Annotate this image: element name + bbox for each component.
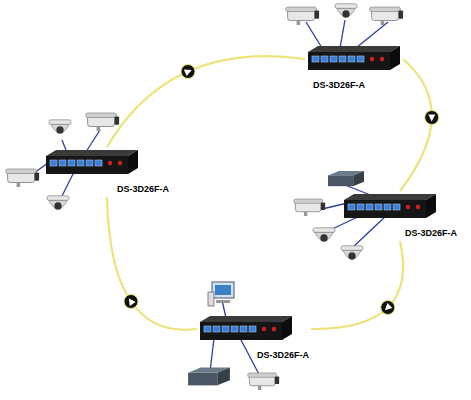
bullet-camera: [294, 199, 325, 216]
recorder-box: [188, 368, 230, 386]
fiber-link: [107, 56, 305, 147]
recorder-box: [328, 171, 364, 186]
dome-camera: [47, 196, 69, 210]
switch-icon: [306, 44, 402, 74]
fiber-link: [311, 241, 403, 329]
switch-icon: [198, 314, 294, 344]
bullet-camera: [370, 7, 403, 25]
dome-camera: [49, 120, 71, 134]
network-switch: DS-3D26F-A: [306, 44, 402, 92]
model-label: DS-3D26F-A: [404, 228, 458, 239]
bullet-camera: [286, 7, 319, 25]
fiber-link: [107, 197, 197, 330]
fiber-link: [400, 59, 439, 191]
bullet-camera: [248, 373, 279, 390]
bullet-camera: [6, 169, 39, 187]
dome-camera: [341, 246, 363, 260]
network-switch: DS-3D26F-A: [342, 192, 458, 240]
model-label: DS-3D26F-A: [312, 80, 366, 91]
network-switch: DS-3D26F-A: [44, 148, 170, 196]
switch-icon: [44, 148, 140, 178]
switch-icon: [342, 192, 438, 222]
dome-camera: [313, 228, 335, 242]
network-switch: DS-3D26F-A: [198, 314, 310, 362]
model-label: DS-3D26F-A: [256, 350, 310, 361]
computer-icon: [208, 282, 234, 306]
dome-camera: [335, 4, 357, 18]
model-label: DS-3D26F-A: [116, 184, 170, 195]
bullet-camera: [86, 113, 119, 131]
